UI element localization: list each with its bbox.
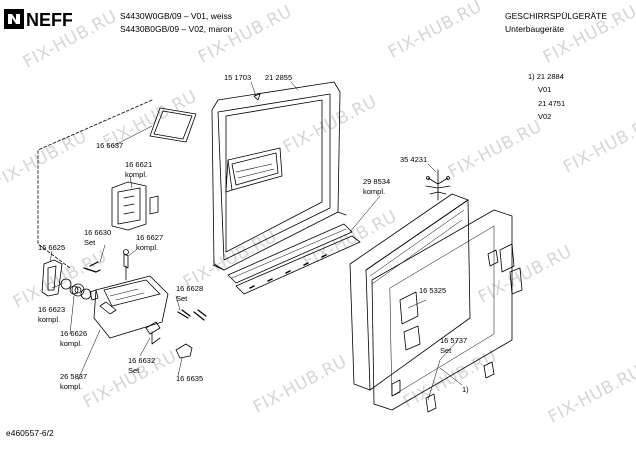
part-label: 16 6627 [136, 233, 164, 242]
part-label: Set [176, 294, 188, 303]
part-label: kompl. [125, 170, 148, 179]
door-inner-frame [211, 81, 347, 271]
small-parts-lower [145, 309, 207, 359]
part-label: 15 1703 [224, 73, 252, 82]
dashed-guide-line [37, 99, 153, 269]
part-label: 16 6630 [84, 228, 112, 237]
part-label: 16 6632 [128, 356, 156, 365]
model-line-1: S4430W0GB/09 – V01, weiss [120, 11, 232, 21]
leader-lines [49, 81, 463, 401]
part-label: 16 6623 [38, 305, 66, 314]
part-label: 26 5837 [60, 372, 88, 381]
dispenser-part [71, 275, 169, 339]
document-id: e460557-6/2 [6, 428, 54, 438]
part-label: kompl. [136, 243, 159, 252]
legend-line-2: V01 [538, 85, 552, 94]
door-rail-part [227, 223, 361, 295]
legend-line-3: 21 4751 [538, 99, 566, 108]
cable-tie-part [425, 169, 451, 201]
filter-frame-part [149, 107, 197, 143]
part-label: 21 2855 [265, 73, 293, 82]
part-label: kompl. [60, 382, 83, 391]
part-label: kompl. [60, 339, 83, 348]
part-label: 16 6637 [96, 141, 124, 150]
part-label: 35 4231 [400, 155, 428, 164]
brand-text: NEFF [26, 10, 72, 30]
part-label: 16 6635 [176, 374, 204, 383]
part-label: 29 8534 [363, 177, 391, 186]
part-label: 16 6628 [176, 284, 204, 293]
part-label: 16 6626 [60, 329, 88, 338]
neff-logo: NEFF [4, 9, 72, 30]
part-label: Set [440, 346, 452, 355]
outer-door-panel [371, 209, 523, 413]
small-parts-left [41, 249, 129, 297]
category-line-1: GESCHIRRSPÜLGERÄTE [505, 11, 608, 21]
part-label: kompl. [363, 187, 386, 196]
legend-line-1: 1) 21 2884 [528, 72, 564, 81]
legend-line-4: V02 [538, 112, 552, 121]
part-label: Set [128, 366, 140, 375]
category-line-2: Unterbaugeräte [505, 24, 565, 34]
part-label: 16 5737 [440, 336, 468, 345]
part-label: kompl. [38, 315, 61, 324]
part-label: 16 5325 [419, 286, 447, 295]
part-label: Set [84, 238, 96, 247]
part-label: 16 6625 [38, 243, 66, 252]
control-panel-part [111, 181, 159, 231]
decor-panel [349, 193, 471, 391]
part-label: 1) [462, 385, 469, 394]
part-label: 16 6621 [125, 160, 153, 169]
model-line-2: S4430B0GB/09 – V02, maron [120, 24, 233, 34]
